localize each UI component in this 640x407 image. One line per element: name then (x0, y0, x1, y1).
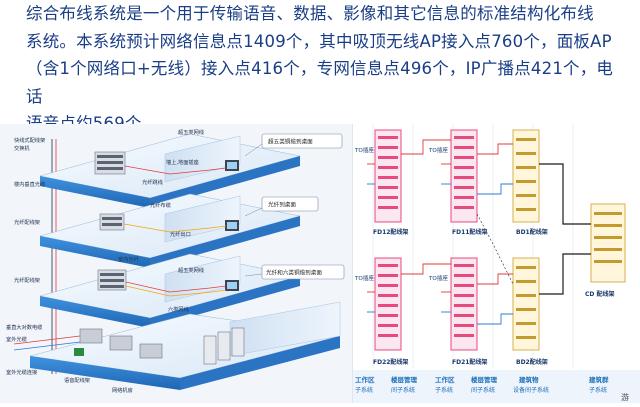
label-fd22: FD22配线架 (373, 358, 408, 366)
label-fiber-rack-2: 光纤配线架 (14, 218, 40, 226)
rack-fd11: FD11配线架 (450, 129, 487, 236)
footer-4-top: 楼层管理 (471, 375, 498, 384)
label-patch-panel: 快线式配线架 (14, 136, 45, 144)
watermark: 游 (621, 392, 629, 402)
floor-4: 垂直大对数电缆 室外光缆 室外光缆连接 语音配线架 网络机房 (6, 301, 341, 394)
footer-labels: 工作区 子系统 楼层管理 间子系统 工作区 子系统 楼层管理 间子系统 建筑物 … (355, 375, 609, 394)
label-super5-3: 超五类网线 (178, 266, 204, 274)
label-fd21: FD21配线架 (452, 358, 487, 366)
label-vertical-cable: 垂直大对数电缆 (6, 323, 42, 331)
equipment-1 (109, 335, 133, 351)
footer-2-bottom: 间子系统 (391, 386, 415, 394)
intro-line-1: 综合布线系统是一个用于传输语音、数据、影像和其它信息的标准结构化布线 (26, 4, 594, 23)
wiring-svg: FD12配线架 FD11配线架 BD1配线架 (353, 124, 640, 403)
label-network-room: 网络机房 (112, 386, 133, 394)
label-fd12: FD12配线架 (373, 228, 408, 236)
footer-1-top: 工作区 (355, 375, 375, 384)
floor-3: 光纤配线架 室内光纤 超五类网线 六类网线 光纤和六类铜缆到桌面 (14, 253, 345, 328)
callout-fiber: 光纤到桌面 (268, 201, 296, 209)
label-vertical-fiber: 楼内垂直光缆 (14, 180, 45, 188)
footer-6-bottom: 子系统 (589, 386, 607, 394)
rack-fd21: FD21配线架 (450, 257, 487, 366)
voice-patch-panel (79, 328, 103, 344)
callout-super5: 超五类铜缆到桌面 (268, 138, 313, 146)
label-fd11: FD11配线架 (452, 228, 487, 236)
to-socket-3: TO插座 (354, 274, 374, 282)
footer-4-bottom: 间子系统 (471, 386, 495, 394)
footer-5-top: 建筑物 (518, 375, 539, 384)
footer-1-bottom: 子系统 (355, 386, 373, 394)
green-module (74, 348, 84, 356)
footer-3-bottom: 子系统 (435, 386, 453, 394)
label-bd2: BD2配线架 (516, 358, 548, 366)
footer-5-bottom: 设备间子系统 (513, 386, 549, 394)
intro-text: 综合布线系统是一个用于传输语音、数据、影像和其它信息的标准结构化布线 系统。本系… (26, 0, 626, 133)
cables (367, 139, 591, 325)
figure: 快线式配线架 交换机 超五类网线 墙上,地面插座 光纤跳线 超五类铜缆到桌面 楼… (0, 124, 640, 403)
footer-bar (353, 370, 640, 403)
building-svg: 快线式配线架 交换机 超五类网线 墙上,地面插座 光纤跳线 超五类铜缆到桌面 楼… (6, 128, 345, 394)
label-bd1: BD1配线架 (516, 228, 548, 236)
label-fiber-jumper: 光纤跳线 (142, 178, 163, 186)
label-outdoor-link: 室外光缆连接 (6, 368, 37, 376)
footer-6-top: 建筑群 (588, 375, 609, 384)
to-socket-4: TO插座 (428, 274, 448, 282)
label-wall-socket: 墙上,地面插座 (166, 158, 199, 166)
rack-cd: CD 配线架 (585, 203, 626, 298)
wiring-diagram: FD12配线架 FD11配线架 BD1配线架 (352, 124, 640, 403)
label-cd: CD 配线架 (585, 290, 614, 298)
label-voice-panel: 语音配线架 (64, 376, 90, 384)
to-socket-1: TO插座 (354, 146, 374, 154)
label-outdoor-fiber: 室外光缆 (6, 335, 27, 343)
floor-1: 快线式配线架 交换机 超五类网线 墙上,地面插座 光纤跳线 超五类铜缆到桌面 (14, 128, 343, 208)
label-fiber-rack-3: 光纤配线架 (14, 276, 40, 284)
intro-line-3: （含1个网络口+无线）接入点416个，专网信息点496个，IP广播点421个，电… (26, 59, 614, 106)
label-fiber-outlet: 光纤出口 (170, 230, 191, 238)
equipment-2 (139, 343, 163, 359)
footer-3-top: 工作区 (435, 375, 455, 384)
building-diagram: 快线式配线架 交换机 超五类网线 墙上,地面插座 光纤跳线 超五类铜缆到桌面 楼… (0, 124, 352, 403)
fiber-rack-2 (99, 213, 125, 231)
label-super5-1: 超五类网线 (178, 128, 204, 136)
rack-bd1: BD1配线架 (512, 129, 548, 236)
label-cat6: 六类网线 (168, 305, 189, 313)
intro-line-2: 系统。本系统预计网络信息点1409个，其中吸顶无线AP接入点760个，面板AP (26, 31, 612, 51)
to-socket-2: TO插座 (428, 146, 448, 154)
rack-fd12: FD12配线架 (373, 129, 408, 236)
rack-fd22: FD22配线架 (373, 257, 408, 366)
label-switch: 交换机 (14, 144, 30, 152)
server-3 (231, 327, 245, 357)
label-fiber-cable: 光纤布缆 (150, 201, 171, 209)
label-indoor-fiber: 室内光纤 (118, 255, 139, 263)
callout-fiber-cat6: 光纤和六类铜缆到桌面 (266, 269, 322, 277)
server-2 (217, 331, 231, 361)
rack-bd2: BD2配线架 (512, 257, 548, 366)
floor-2: 光纤配线架 光纤布缆 光纤出口 光纤到桌面 (14, 193, 319, 268)
server-1 (203, 335, 217, 365)
footer-2-top: 楼层管理 (391, 375, 418, 384)
